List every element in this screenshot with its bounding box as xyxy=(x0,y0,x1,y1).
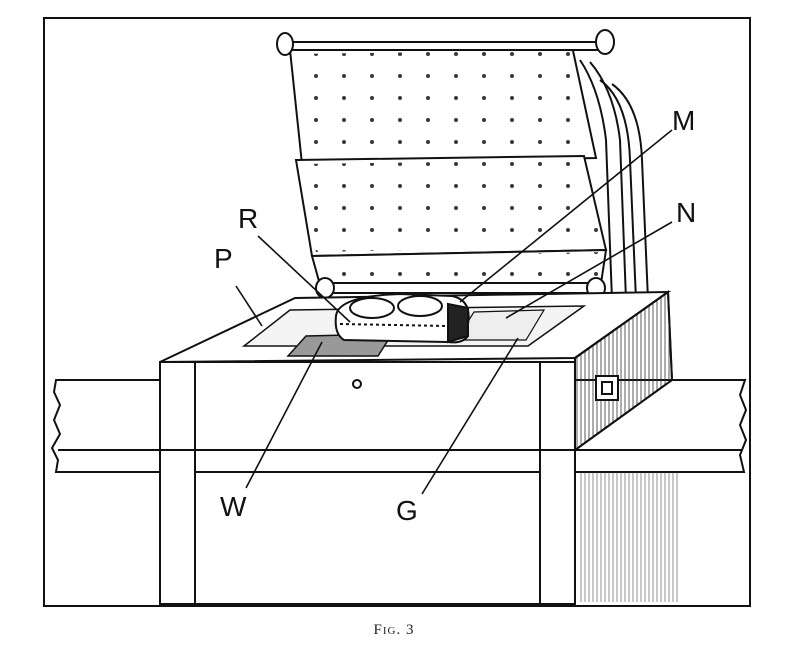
figure-caption: Fig. 3 xyxy=(373,622,415,638)
label-p: P xyxy=(214,243,233,274)
instrument xyxy=(334,292,470,344)
label-r: R xyxy=(238,203,258,234)
side-handle xyxy=(595,375,619,401)
upper-panel xyxy=(288,44,598,166)
figure-frame xyxy=(43,17,751,607)
leader-lines xyxy=(235,129,673,495)
label-m: M xyxy=(672,105,695,136)
label-w: W xyxy=(220,491,247,522)
label-g: G xyxy=(396,495,418,526)
left-table-leaf xyxy=(50,379,166,473)
label-n: N xyxy=(676,197,696,228)
top-roller xyxy=(276,29,615,56)
right-leg-shading xyxy=(580,472,678,602)
lower-panel xyxy=(294,154,608,294)
cabinet xyxy=(159,290,674,605)
upright-rails xyxy=(579,59,649,301)
